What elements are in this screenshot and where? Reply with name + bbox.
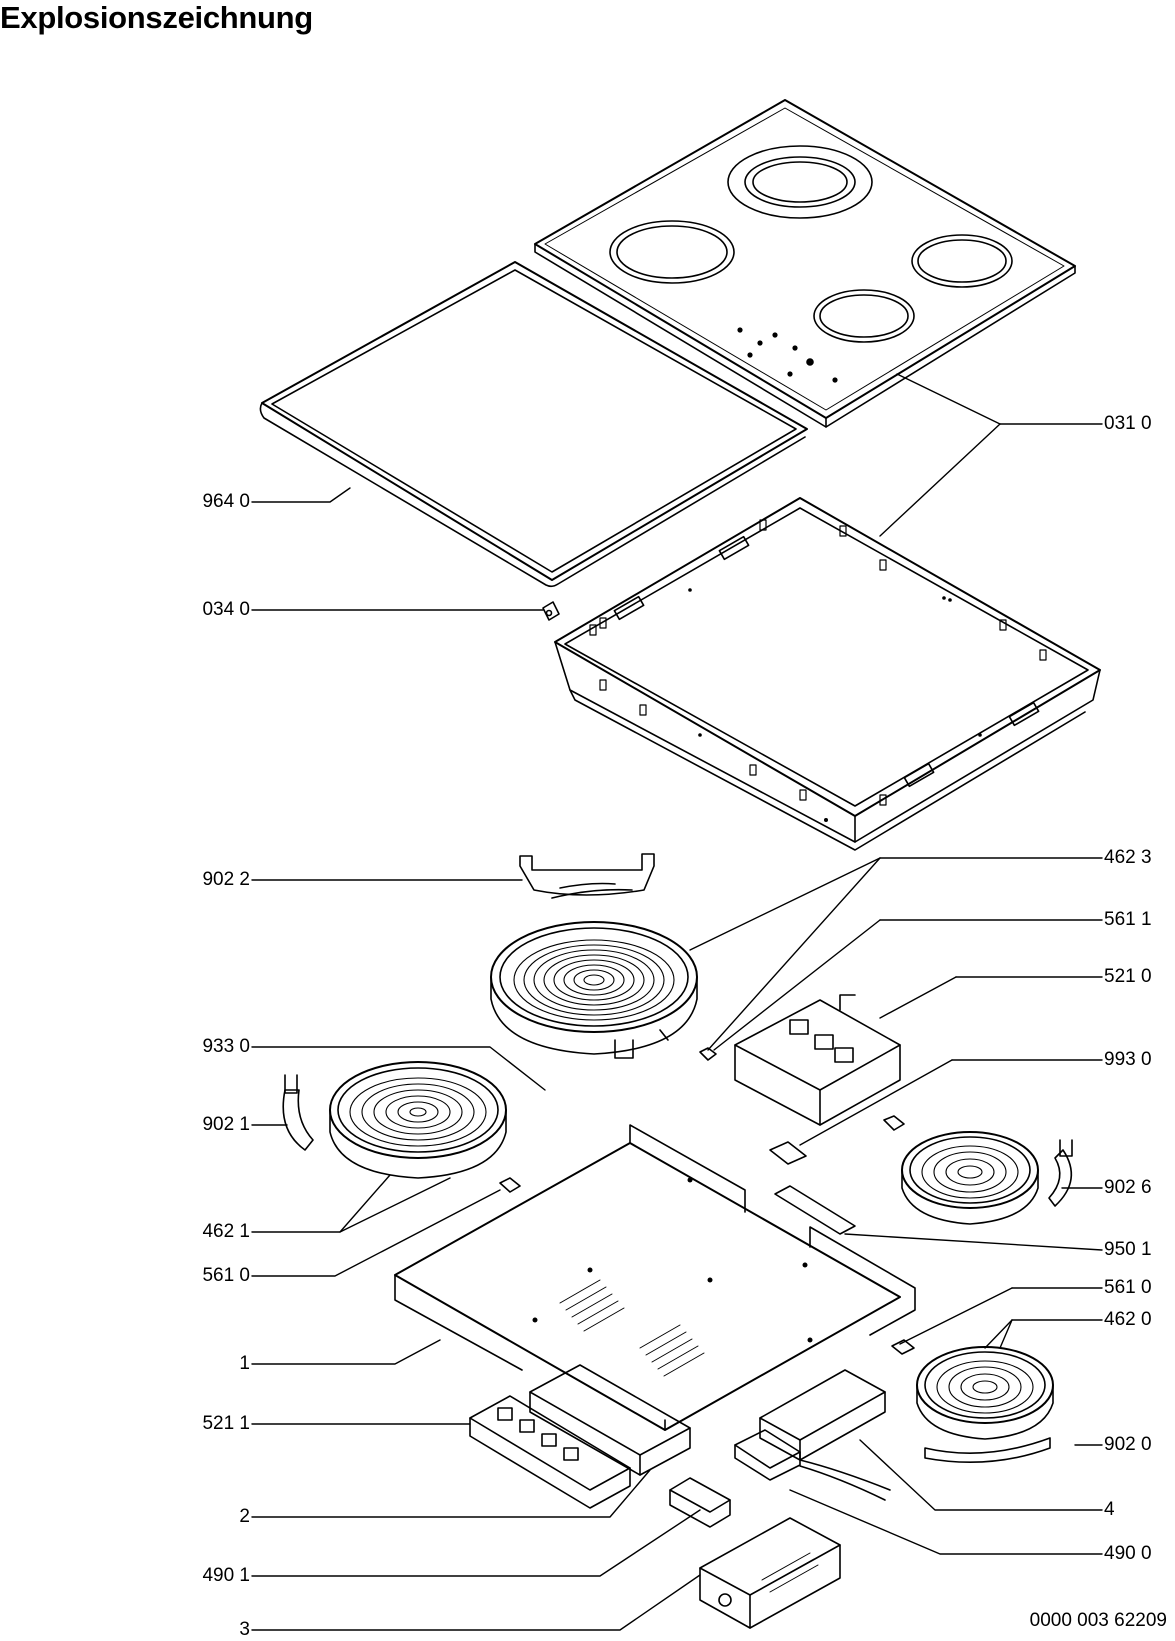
callout-9022: 902 2 xyxy=(202,869,250,890)
callout-9020: 902 0 xyxy=(1104,1434,1152,1455)
control-switch xyxy=(670,1478,730,1527)
callout-4621: 462 1 xyxy=(202,1221,250,1242)
page-title: Explosionszeichnung xyxy=(0,0,313,35)
callout-9930: 993 0 xyxy=(1104,1049,1152,1070)
switch-box xyxy=(735,995,900,1125)
heater-bracket-top xyxy=(520,854,654,898)
callout-0310: 031 0 xyxy=(1104,413,1152,434)
callout-1: 1 xyxy=(239,1353,250,1374)
retaining-clip xyxy=(543,602,559,620)
cover-strip xyxy=(775,1186,855,1234)
callout-5610-right: 561 0 xyxy=(1104,1277,1152,1298)
bottom-tray xyxy=(395,1125,915,1430)
callout-5211: 521 1 xyxy=(202,1413,250,1434)
power-switch xyxy=(735,1430,890,1500)
callout-4: 4 xyxy=(1104,1499,1115,1520)
radiant-heater-left xyxy=(283,1062,506,1178)
callout-9026: 902 6 xyxy=(1104,1177,1152,1198)
cooktop-frame xyxy=(555,498,1100,850)
radiant-heater-right xyxy=(902,1132,1072,1224)
leader-lines xyxy=(252,374,1102,1630)
callout-9501: 950 1 xyxy=(1104,1239,1152,1260)
cable-channel-left xyxy=(530,1365,690,1475)
callout-5210: 521 0 xyxy=(1104,966,1152,987)
callout-9021: 902 1 xyxy=(202,1114,250,1135)
terminal-box xyxy=(700,1518,840,1628)
callout-3: 3 xyxy=(239,1619,250,1640)
connector-parts xyxy=(500,1048,914,1354)
callout-9640: 964 0 xyxy=(202,491,250,512)
callout-9330: 933 0 xyxy=(202,1036,250,1057)
callout-4623: 462 3 xyxy=(1104,847,1152,868)
callout-5611: 561 1 xyxy=(1104,909,1152,930)
callout-2: 2 xyxy=(239,1506,250,1527)
callout-0340: 034 0 xyxy=(202,599,250,620)
glass-cooktop xyxy=(535,100,1075,427)
radiant-heater-large xyxy=(491,922,697,1058)
seal-gasket xyxy=(260,262,807,586)
callout-4900: 490 0 xyxy=(1104,1543,1152,1564)
callout-4901: 490 1 xyxy=(202,1565,250,1586)
document-number: 0000 003 62209 xyxy=(1029,1610,1167,1631)
radiant-heater-bottom xyxy=(917,1347,1053,1462)
control-module xyxy=(470,1396,630,1508)
callout-5610-left: 561 0 xyxy=(202,1265,250,1286)
callout-4620: 462 0 xyxy=(1104,1309,1152,1330)
